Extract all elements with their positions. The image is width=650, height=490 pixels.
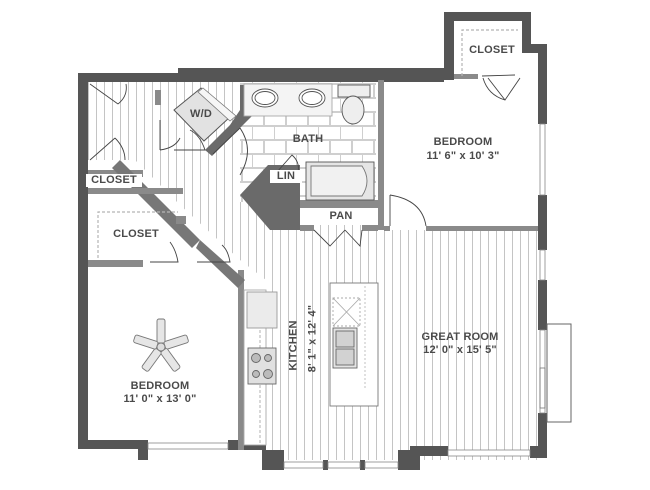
bedroom-ne-dims: 11' 6" x 10' 3" <box>426 150 500 162</box>
closet-ne-label: CLOSET <box>469 44 515 56</box>
wd-label: W/D <box>190 108 212 120</box>
windows <box>147 123 546 469</box>
linen-label: LIN <box>270 170 302 183</box>
kitchen-fixtures <box>243 282 379 446</box>
bedroom-ne-name: BEDROOM <box>433 136 493 148</box>
great-room-dims: 12' 0" x 15' 5" <box>423 344 497 356</box>
balcony <box>546 323 572 423</box>
doors <box>89 74 521 263</box>
bath-fixtures <box>243 83 375 201</box>
bedroom-sw-name: BEDROOM <box>130 380 190 392</box>
pantry-label: PAN <box>308 210 374 223</box>
closet-sw-label: CLOSET <box>113 228 159 240</box>
ceiling-fan-icon <box>133 318 189 372</box>
washer-dryer <box>173 87 237 142</box>
kitchen-dims: 8' 1" x 12' 4" <box>306 304 319 373</box>
kitchen-name: KITCHEN <box>287 320 300 371</box>
closet-w-label: CLOSET <box>86 174 142 187</box>
bath-label: BATH <box>292 133 324 145</box>
bedroom-sw-dims: 11' 0" x 13' 0" <box>123 393 197 405</box>
exterior-walls <box>78 12 547 470</box>
great-room-name: GREAT ROOM <box>421 331 499 343</box>
closet-shelves <box>97 29 518 258</box>
